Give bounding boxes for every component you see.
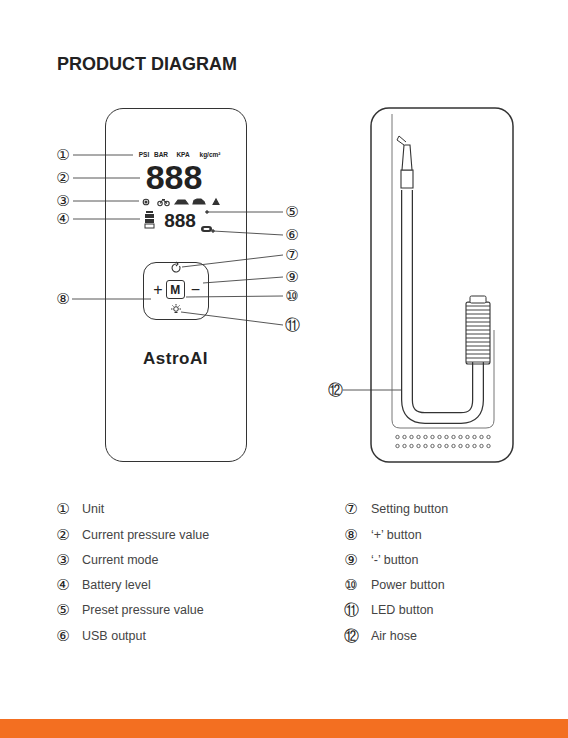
battery-icon bbox=[145, 224, 154, 228]
unit-label: PSI bbox=[139, 152, 149, 159]
plus-sign: + bbox=[153, 282, 162, 298]
leader-line bbox=[203, 277, 283, 283]
callout-number: ③ bbox=[56, 194, 69, 209]
key-text: Unit bbox=[82, 503, 104, 516]
leader-line bbox=[207, 212, 283, 213]
key-number: ⑤ bbox=[56, 603, 69, 618]
air-hose bbox=[402, 145, 412, 170]
leader-line bbox=[73, 178, 140, 179]
usb-icon bbox=[204, 228, 210, 230]
battery-icon bbox=[146, 211, 153, 213]
callout-number: ⑧ bbox=[56, 292, 69, 307]
callout-number: ⑦ bbox=[285, 248, 298, 263]
pressure-digits: 888 bbox=[146, 160, 203, 194]
air-hose bbox=[470, 296, 486, 303]
car-icon bbox=[193, 199, 205, 204]
ball-icon bbox=[213, 199, 219, 205]
callout-number: ② bbox=[56, 171, 69, 186]
key-number: ⑦ bbox=[344, 502, 357, 517]
brand-logo: AstroAI bbox=[143, 349, 208, 366]
back-housing bbox=[371, 108, 513, 462]
key-text: USB output bbox=[82, 630, 146, 643]
mode-icons bbox=[143, 199, 219, 206]
leader-dot bbox=[206, 211, 209, 214]
key-number: ⑪ bbox=[344, 603, 359, 618]
key-number: ① bbox=[56, 502, 69, 517]
key-number: ④ bbox=[56, 578, 69, 593]
gear-icon bbox=[143, 199, 149, 205]
leader-line bbox=[73, 201, 139, 202]
minus-sign: − bbox=[191, 282, 200, 298]
battery-icon bbox=[145, 211, 154, 228]
page-title: PRODUCT DIAGRAM bbox=[57, 55, 237, 73]
led-icon bbox=[171, 304, 181, 313]
callout-number: ⑩ bbox=[285, 289, 298, 304]
unit-label: BAR bbox=[154, 152, 168, 159]
key-text: Setting button bbox=[371, 503, 448, 516]
speaker-grille bbox=[394, 433, 492, 451]
key-text: ‘-’ button bbox=[371, 554, 418, 567]
setting-icon bbox=[172, 262, 180, 272]
callout-number: ④ bbox=[56, 212, 69, 227]
leader-line bbox=[343, 390, 404, 391]
usb-icon bbox=[201, 226, 212, 232]
bicycle-icon bbox=[160, 200, 167, 204]
gear-icon bbox=[145, 201, 147, 203]
hose-channel bbox=[392, 114, 494, 428]
led-icon bbox=[174, 307, 179, 312]
orange-footer-bar bbox=[0, 719, 568, 738]
key-text: Current pressure value bbox=[82, 529, 209, 542]
unit-label: KPA bbox=[176, 152, 189, 159]
leader-line bbox=[181, 312, 283, 325]
key-number: ⑨ bbox=[344, 553, 357, 568]
key-number: ⑥ bbox=[56, 629, 69, 644]
leader-line bbox=[182, 255, 283, 267]
key-text: ‘+’ button bbox=[371, 529, 422, 542]
usb-icon bbox=[201, 226, 212, 232]
key-text: Preset pressure value bbox=[82, 604, 204, 617]
unit-label: kg/cm² bbox=[200, 152, 221, 159]
setting-icon bbox=[176, 262, 178, 266]
callout-number: ⑥ bbox=[285, 228, 298, 243]
leader-line bbox=[186, 296, 283, 297]
air-hose bbox=[397, 136, 406, 145]
leader-line bbox=[72, 299, 151, 300]
key-text: Power button bbox=[371, 579, 445, 592]
leader-line bbox=[73, 155, 133, 156]
control-pad: + −M bbox=[143, 262, 209, 320]
callout-number: ⑤ bbox=[285, 205, 298, 220]
air-hose bbox=[397, 136, 490, 418]
key-number: ⑫ bbox=[344, 629, 359, 644]
leader-dot bbox=[212, 230, 215, 233]
leader-line bbox=[213, 231, 283, 235]
key-text: LED button bbox=[371, 604, 434, 617]
callout-number: ⑪ bbox=[285, 318, 300, 333]
motorbike-icon bbox=[175, 200, 188, 204]
key-number: ⑩ bbox=[344, 578, 357, 593]
air-hose bbox=[466, 302, 490, 364]
callout-number: ⑨ bbox=[285, 270, 298, 285]
key-number: ⑧ bbox=[344, 528, 357, 543]
preset-digits: 888 bbox=[164, 211, 196, 230]
leader-lines bbox=[72, 155, 404, 390]
power-button: M bbox=[166, 280, 185, 299]
leader-line bbox=[73, 219, 140, 220]
battery-icon bbox=[145, 219, 154, 223]
air-hose bbox=[401, 170, 413, 188]
battery-icon bbox=[145, 214, 154, 218]
key-number: ② bbox=[56, 528, 69, 543]
callout-number: ① bbox=[56, 148, 69, 163]
callout-number: ⑫ bbox=[328, 383, 343, 398]
button-letter: M bbox=[170, 284, 180, 296]
key-text: Air hose bbox=[371, 630, 417, 643]
key-text: Current mode bbox=[82, 554, 158, 567]
key-number: ③ bbox=[56, 553, 69, 568]
key-text: Battery level bbox=[82, 579, 151, 592]
led-icon bbox=[171, 304, 181, 313]
